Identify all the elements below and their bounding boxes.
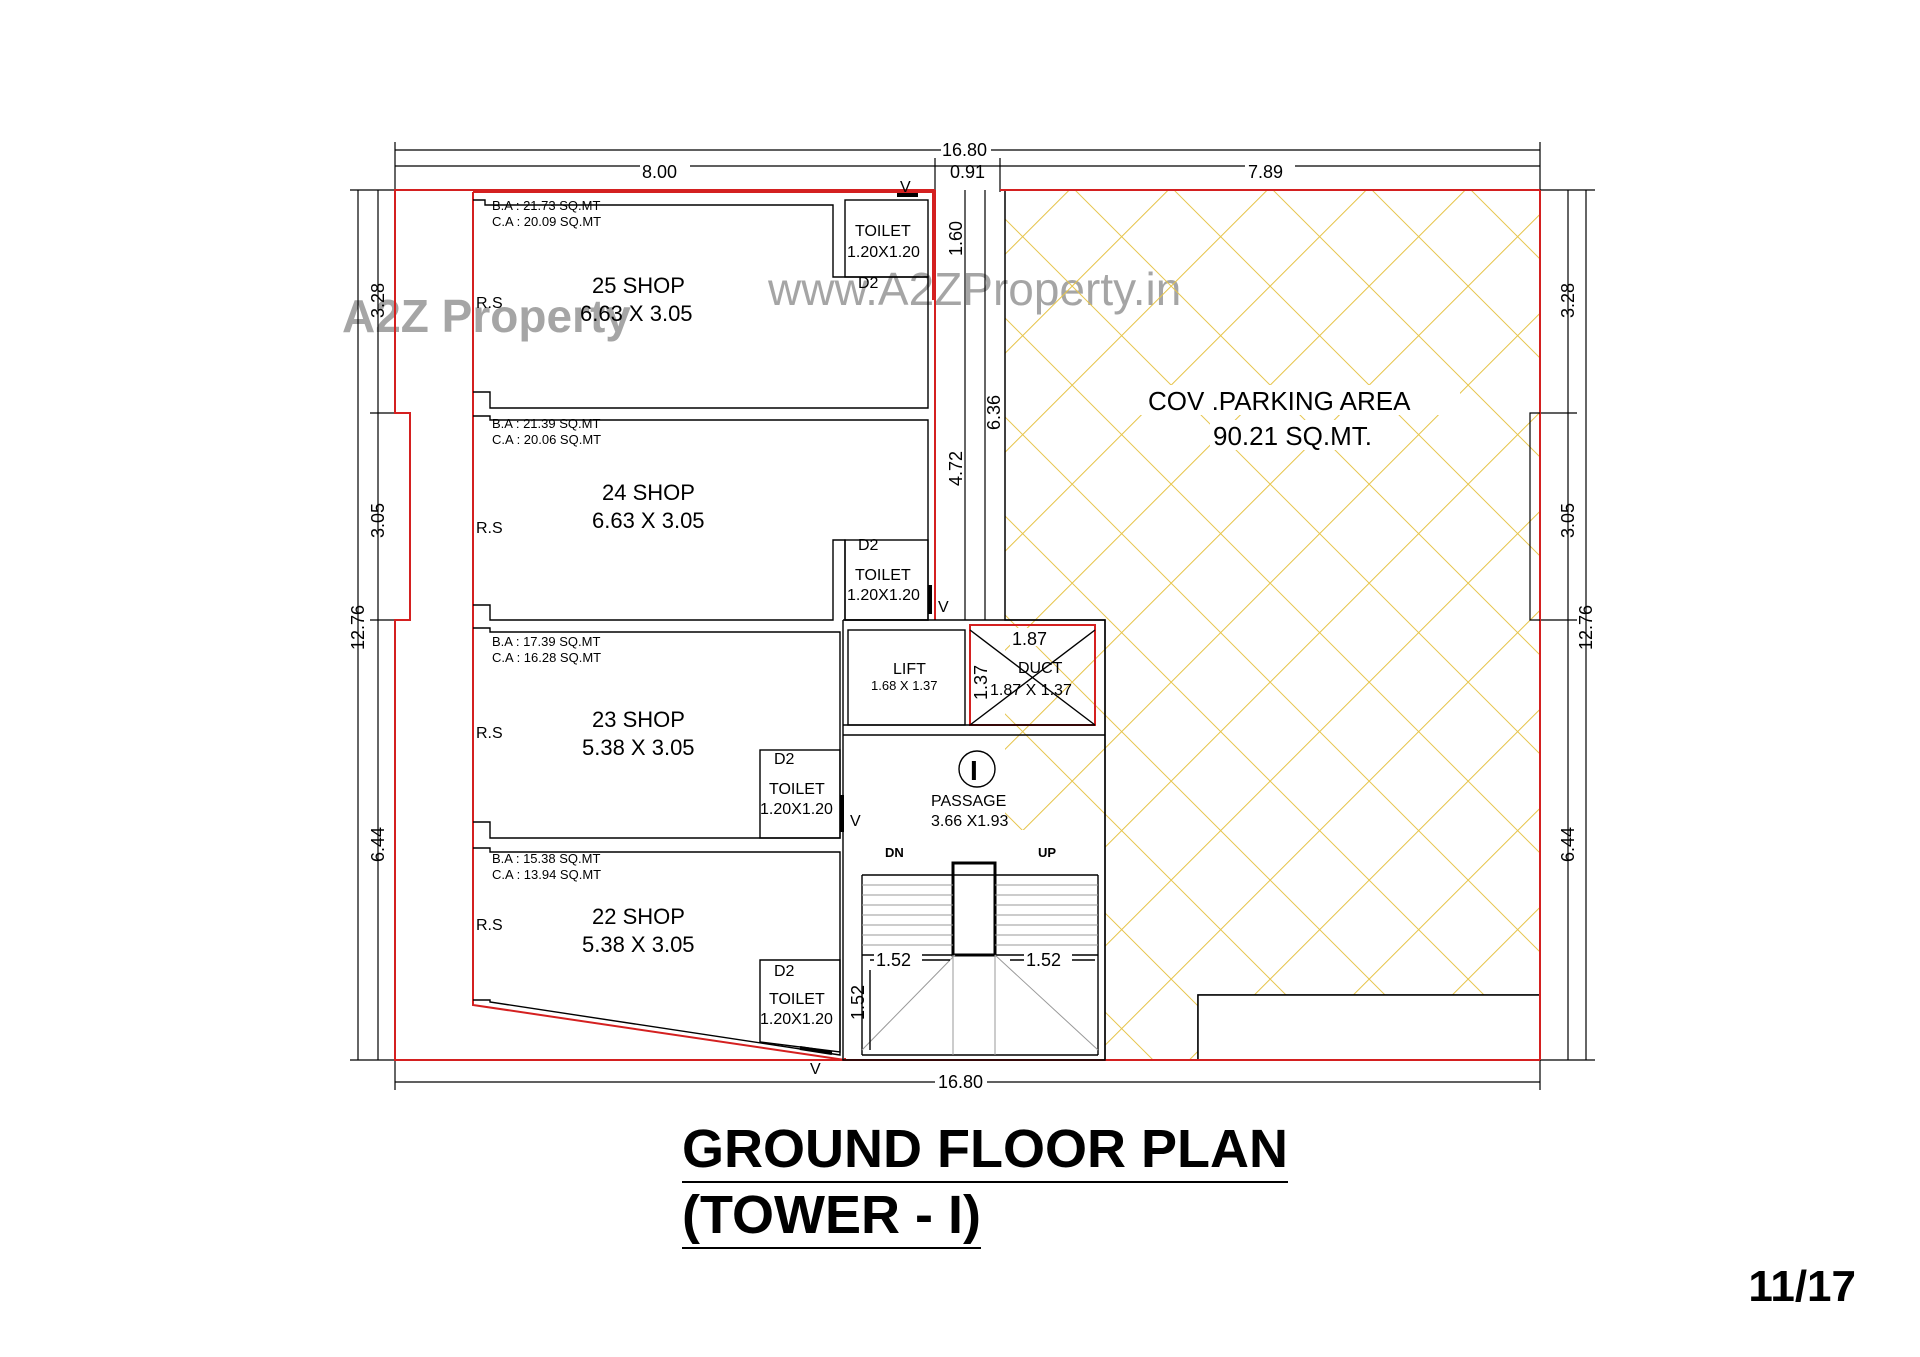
dim-right-bottom: 6.44 [1558, 827, 1578, 862]
shop-24-ba: B.A : 21.39 SQ.MT [492, 416, 600, 431]
shop-25-rs: R.S [476, 295, 503, 312]
dim-left-mid: 3.05 [368, 503, 388, 538]
dim-right-total: 12.76 [1576, 605, 1596, 650]
dim-top-total: 16.80 [942, 140, 987, 160]
shop-24-vent: V [938, 599, 949, 616]
passage-size: 3.66 X1.93 [931, 813, 1009, 830]
duct-label: DUCT [1018, 660, 1063, 677]
dim-left-bottom: 6.44 [368, 827, 388, 862]
shop-22: B.A : 15.38 SQ.MT C.A : 13.94 SQ.MT 22 S… [476, 851, 833, 1078]
dim-top-left: 8.00 [642, 162, 677, 182]
shop-23-vent: V [850, 813, 861, 830]
dim-right-mid: 3.05 [1558, 503, 1578, 538]
shop-22-name: 22 SHOP [592, 904, 685, 929]
dim-stair-right: 1.52 [1026, 950, 1061, 970]
shop-23-name: 23 SHOP [592, 707, 685, 732]
shop-25-door: D2 [858, 275, 879, 292]
shop-24-rs: R.S [476, 520, 503, 537]
dim-bottom-total: 16.80 [938, 1072, 983, 1092]
shop-23-toilet-label: TOILET [769, 781, 825, 798]
plan-title: GROUND FLOOR PLAN [682, 1119, 1288, 1184]
dim-corridor-b: 6.36 [984, 395, 1004, 430]
shop-25-toilet-label: TOILET [855, 223, 911, 240]
duct-size: 1.87 X 1.37 [990, 682, 1072, 699]
shop-23-ca: C.A : 16.28 SQ.MT [492, 650, 601, 665]
lift-label: LIFT [893, 661, 926, 678]
dim-stair-vert: 1.52 [848, 985, 868, 1020]
shop-23: B.A : 17.39 SQ.MT C.A : 16.28 SQ.MT 23 S… [476, 634, 861, 830]
shop-23-ba: B.A : 17.39 SQ.MT [492, 634, 600, 649]
stair-down: DN [885, 845, 904, 860]
dim-duct-w: 1.87 [1012, 629, 1047, 649]
shop-walls [473, 193, 932, 1056]
shop-22-toilet-label: TOILET [769, 991, 825, 1008]
parking-area-value: 90.21 SQ.MT. [1213, 421, 1372, 451]
shop-23-door: D2 [774, 751, 795, 768]
stair-up: UP [1038, 845, 1056, 860]
dim-corridor-a: 4.72 [946, 451, 966, 486]
dim-left-top: 3.28 [368, 283, 388, 318]
dim-duct-h: 1.37 [971, 665, 991, 700]
core-walls [842, 619, 1106, 1061]
shop-24-size: 6.63 X 3.05 [592, 508, 705, 533]
core-labels: LIFT 1.68 X 1.37 1.87 1.37 DUCT 1.87 X 1… [848, 628, 1072, 1020]
shop-25-vent: V [900, 179, 911, 196]
passage-marker: I [958, 750, 996, 788]
dim-toilet-top: 1.60 [946, 221, 966, 256]
passage-marker-text: I [970, 755, 978, 786]
dim-top-mid: 0.91 [950, 162, 985, 182]
shop-25: B.A : 21.73 SQ.MT C.A : 20.09 SQ.MT 25 S… [476, 179, 920, 326]
shop-24-toilet-size: 1.20X1.20 [847, 587, 920, 604]
passage-label: PASSAGE [931, 793, 1006, 810]
lift-size: 1.68 X 1.37 [871, 678, 938, 693]
shop-24-name: 24 SHOP [602, 480, 695, 505]
dim-top-right: 7.89 [1248, 162, 1283, 182]
page-number: 11/17 [1748, 1262, 1856, 1311]
dim-stair-left: 1.52 [876, 950, 911, 970]
shop-22-toilet-size: 1.20X1.20 [760, 1011, 833, 1028]
shop-22-vent: V [810, 1061, 821, 1078]
shop-24-toilet-label: TOILET [855, 567, 911, 584]
shop-22-ca: C.A : 13.94 SQ.MT [492, 867, 601, 882]
shop-25-ca: C.A : 20.09 SQ.MT [492, 214, 601, 229]
dim-right-top: 3.28 [1558, 283, 1578, 318]
shop-24-door: D2 [858, 537, 879, 554]
watermark-logo: A2Z Property [342, 290, 631, 342]
shop-23-size: 5.38 X 3.05 [582, 735, 695, 760]
shop-25-size: 6.63 X 3.05 [580, 301, 693, 326]
shop-25-toilet-size: 1.20X1.20 [847, 244, 920, 261]
shop-22-door: D2 [774, 963, 795, 980]
shop-24: B.A : 21.39 SQ.MT C.A : 20.06 SQ.MT 24 S… [476, 416, 949, 616]
parking-label: COV .PARKING AREA [1148, 386, 1411, 416]
shop-22-rs: R.S [476, 917, 503, 934]
shop-22-ba: B.A : 15.38 SQ.MT [492, 851, 600, 866]
shop-25-ba: B.A : 21.73 SQ.MT [492, 198, 600, 213]
dimension-labels: 16.80 8.00 0.91 7.89 16.80 12.76 3.28 3.… [348, 140, 1596, 1092]
plan-subtitle: (TOWER - I) [682, 1185, 981, 1250]
shop-24-ca: C.A : 20.06 SQ.MT [492, 432, 601, 447]
shop-22-size: 5.38 X 3.05 [582, 932, 695, 957]
shop-25-name: 25 SHOP [592, 273, 685, 298]
shop-23-rs: R.S [476, 725, 503, 742]
shop-23-toilet-size: 1.20X1.20 [760, 801, 833, 818]
dim-left-total: 12.76 [348, 605, 368, 650]
